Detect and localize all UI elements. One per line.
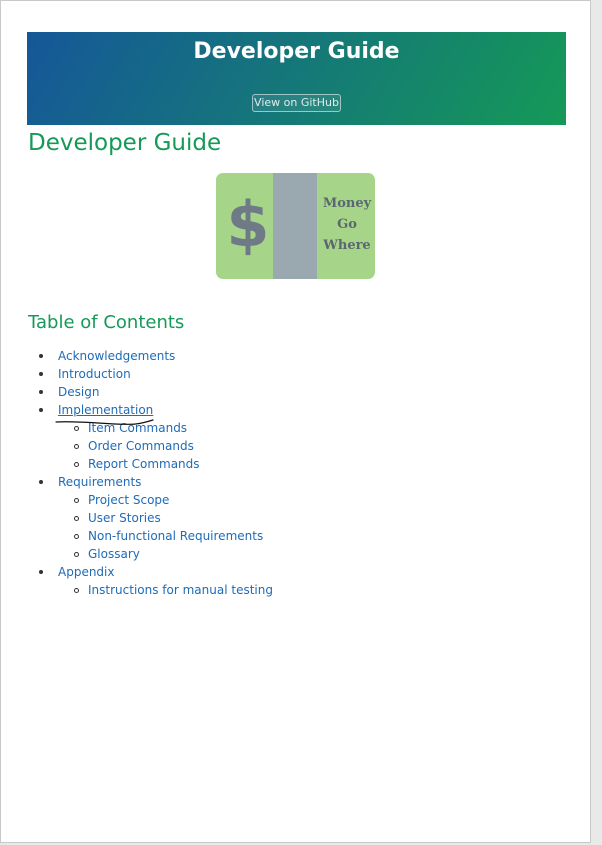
toc-item: Requirements xyxy=(1,473,591,491)
toc-link-instructions-for-manual-testing[interactable]: Instructions for manual testing xyxy=(88,583,273,597)
toc-subitem: User Stories xyxy=(1,509,591,527)
header-banner: Developer Guide xyxy=(27,32,566,125)
toc-link-implementation[interactable]: Implementation xyxy=(58,403,154,417)
toc-subitem: Non-functional Requirements xyxy=(1,527,591,545)
page-title: Developer Guide xyxy=(28,130,222,156)
logo-band xyxy=(273,173,317,279)
toc-item: Design xyxy=(1,383,591,401)
toc-subitem: Item Commands xyxy=(1,419,591,437)
toc-link-glossary[interactable]: Glossary xyxy=(88,547,140,561)
toc-subitem: Project Scope xyxy=(1,491,591,509)
toc-item: Acknowledgements xyxy=(1,347,591,365)
banner-title: Developer Guide xyxy=(193,39,400,64)
toc-subitem: Order Commands xyxy=(1,437,591,455)
logo-wordmark: Money Go Where xyxy=(319,193,375,256)
logo-line-2: Go xyxy=(337,217,357,232)
money-go-where-logo: $ Money Go Where xyxy=(216,173,375,279)
toc-item: Appendix xyxy=(1,563,591,581)
toc-subitem: Instructions for manual testing xyxy=(1,581,591,599)
toc-link-acknowledgements[interactable]: Acknowledgements xyxy=(58,349,176,363)
toc-item: Introduction xyxy=(1,365,591,383)
toc-link-introduction[interactable]: Introduction xyxy=(58,367,131,381)
toc-link-item-commands[interactable]: Item Commands xyxy=(88,421,188,435)
toc-heading: Table of Contents xyxy=(28,312,185,333)
toc-link-user-stories[interactable]: User Stories xyxy=(88,511,161,525)
toc-link-requirements[interactable]: Requirements xyxy=(58,475,142,489)
document-page: Developer Guide View on GitHub Developer… xyxy=(0,0,591,843)
logo-line-3: Where xyxy=(323,238,371,253)
table-of-contents: Acknowledgements Introduction Design Imp… xyxy=(1,347,591,599)
toc-link-report-commands[interactable]: Report Commands xyxy=(88,457,200,471)
toc-item: Implementation xyxy=(1,401,591,419)
toc-link-project-scope[interactable]: Project Scope xyxy=(88,493,170,507)
logo-line-1: Money xyxy=(322,196,372,211)
toc-link-appendix[interactable]: Appendix xyxy=(58,565,115,579)
dollar-icon: $ xyxy=(226,188,270,261)
toc-link-design[interactable]: Design xyxy=(58,385,100,399)
view-on-github-button[interactable]: View on GitHub xyxy=(252,94,341,112)
toc-link-non-functional-requirements[interactable]: Non-functional Requirements xyxy=(88,529,264,543)
toc-subitem: Report Commands xyxy=(1,455,591,473)
toc-subitem: Glossary xyxy=(1,545,591,563)
toc-link-order-commands[interactable]: Order Commands xyxy=(88,439,194,453)
